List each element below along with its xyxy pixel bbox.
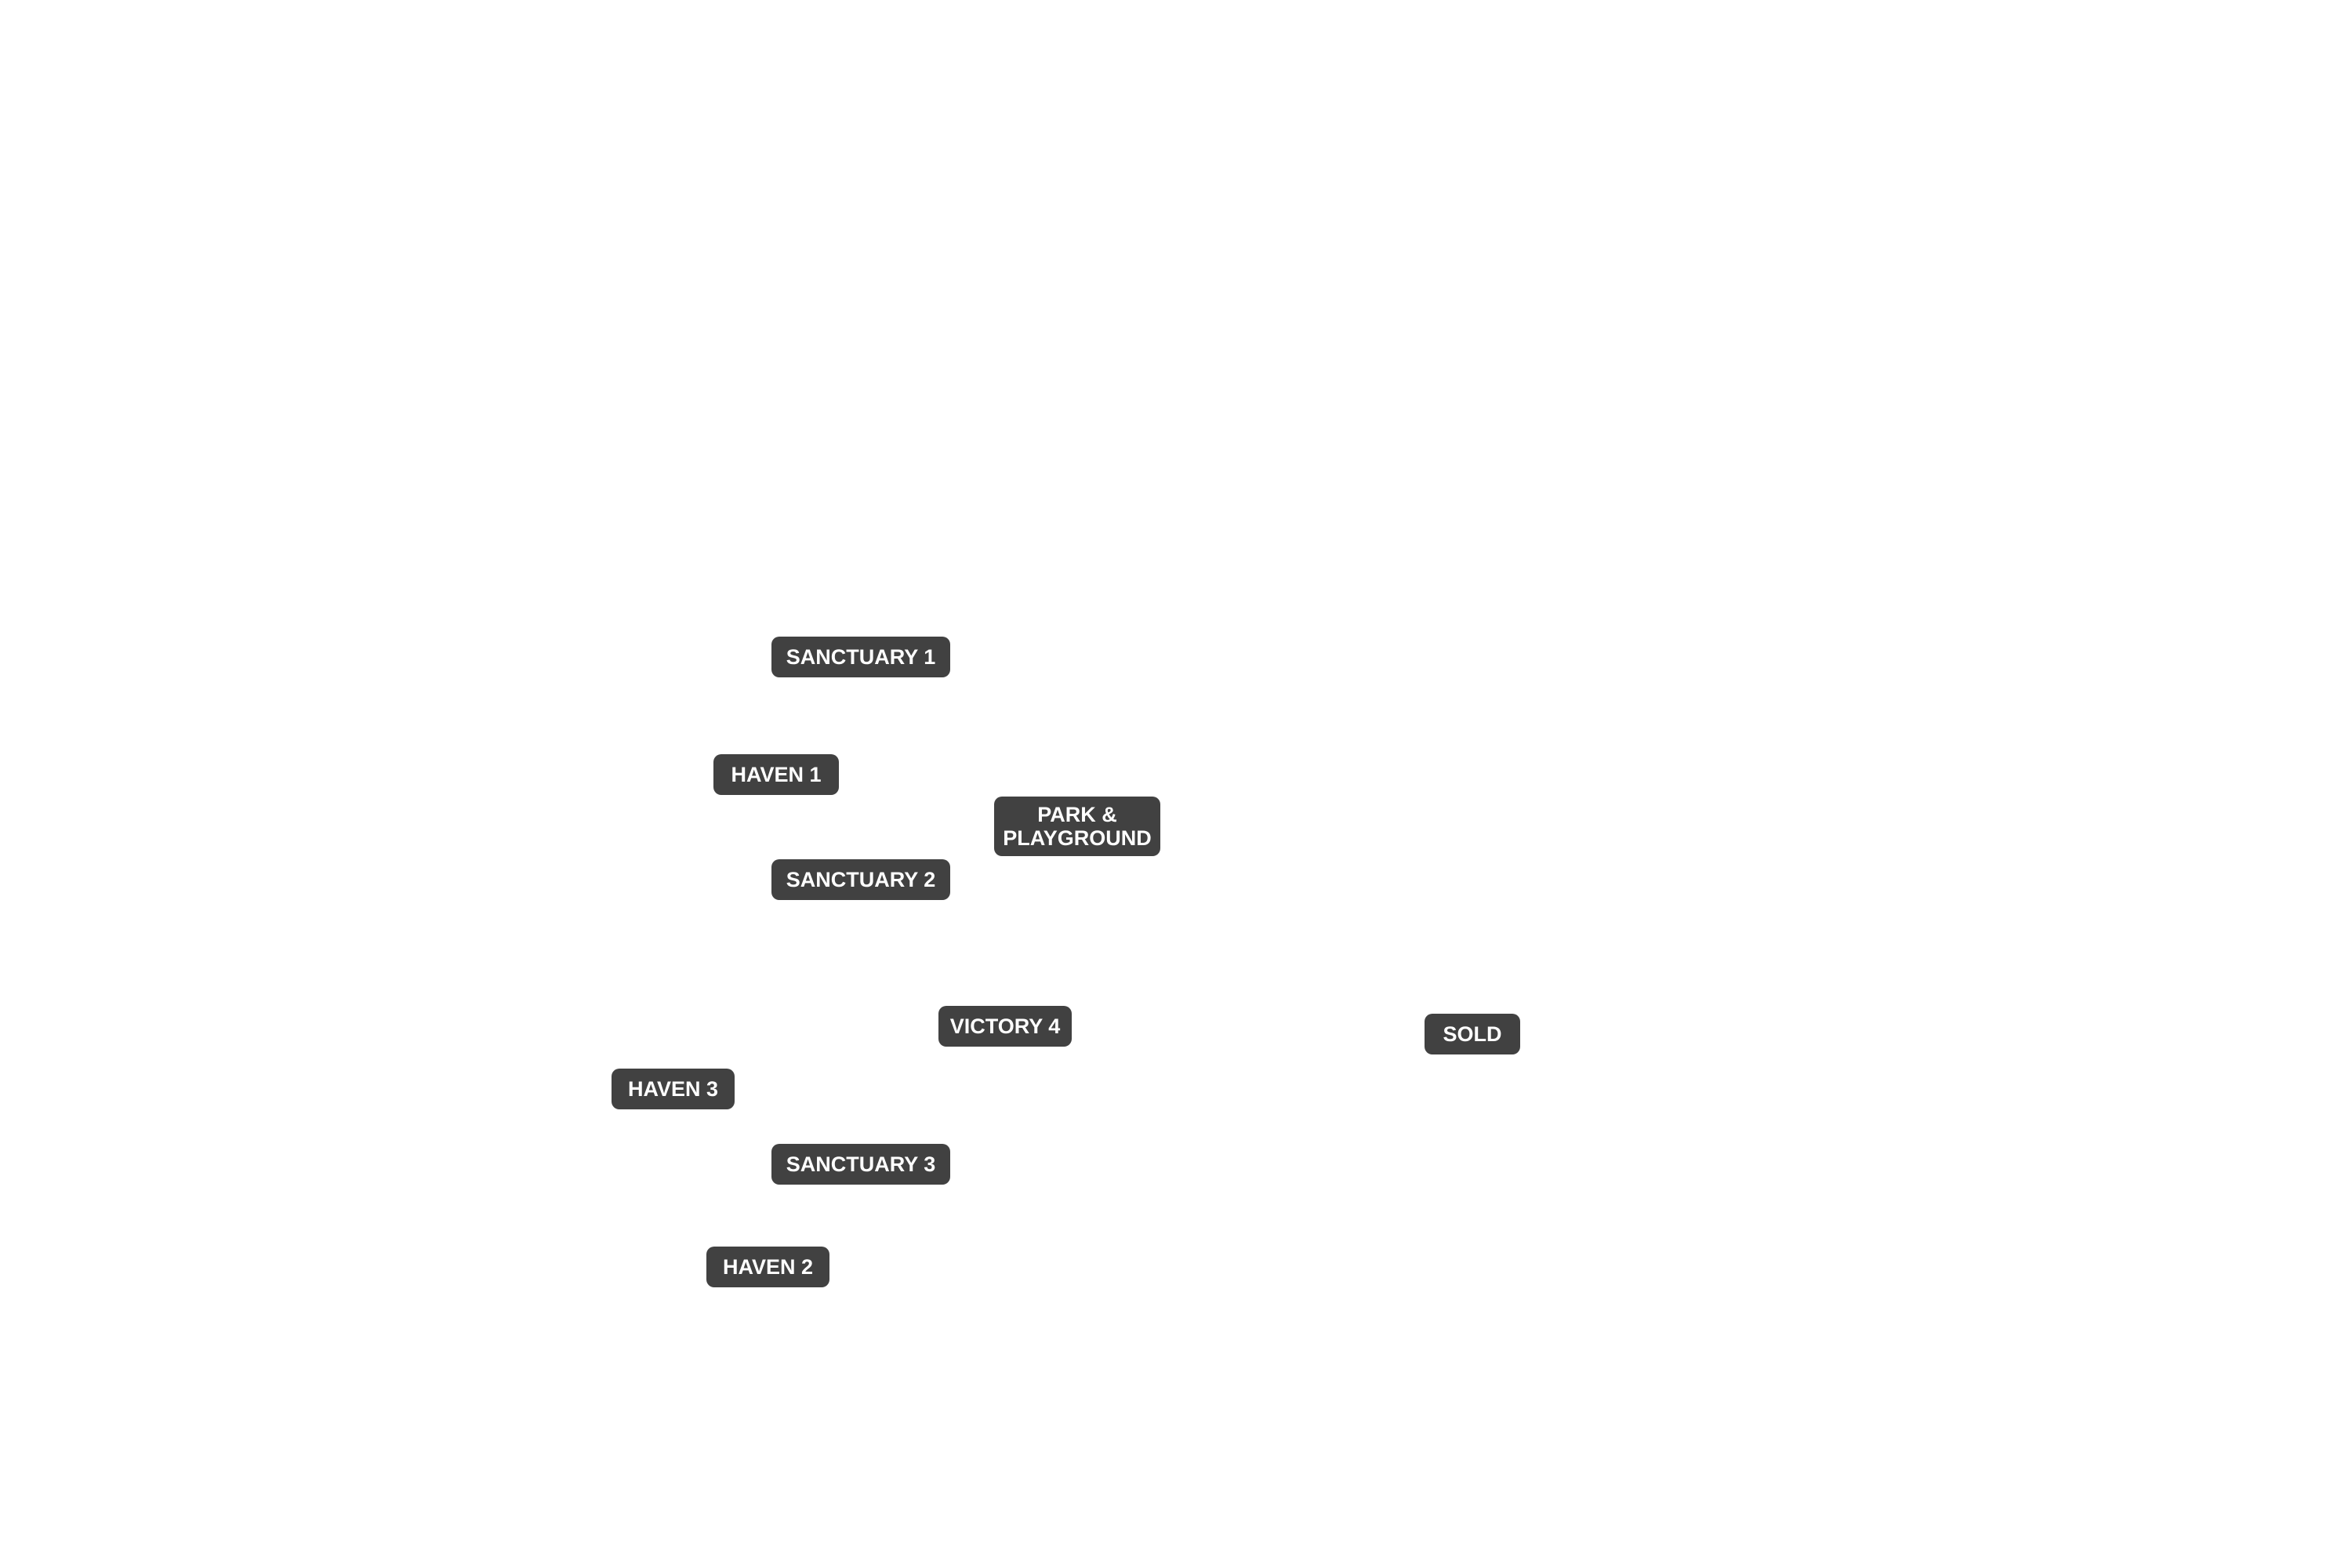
- map-label-park-playground[interactable]: PARK & PLAYGROUND: [994, 797, 1160, 856]
- map-label-text: SANCTUARY 1: [786, 645, 936, 669]
- map-label-sanctuary-1[interactable]: SANCTUARY 1: [771, 637, 950, 677]
- map-label-haven-1[interactable]: HAVEN 1: [713, 754, 839, 795]
- map-label-sanctuary-2[interactable]: SANCTUARY 2: [771, 859, 950, 900]
- map-label-victory-4[interactable]: VICTORY 4: [938, 1006, 1072, 1047]
- map-label-text: SANCTUARY 3: [786, 1152, 936, 1176]
- map-label-haven-2[interactable]: HAVEN 2: [706, 1247, 829, 1287]
- map-label-text: HAVEN 1: [731, 763, 822, 786]
- map-label-text: SANCTUARY 2: [786, 868, 936, 891]
- map-label-text: SOLD: [1443, 1022, 1502, 1046]
- map-label-sold[interactable]: SOLD: [1425, 1014, 1520, 1054]
- map-label-sanctuary-3[interactable]: SANCTUARY 3: [771, 1144, 950, 1185]
- map-label-text: HAVEN 2: [722, 1255, 814, 1279]
- map-label-text: HAVEN 3: [627, 1077, 719, 1101]
- map-label-haven-3[interactable]: HAVEN 3: [612, 1069, 735, 1109]
- map-label-text: VICTORY 4: [949, 1014, 1061, 1038]
- map-label-text-line-1: PARK &: [1037, 803, 1117, 826]
- map-label-text-line-2: PLAYGROUND: [1003, 826, 1152, 850]
